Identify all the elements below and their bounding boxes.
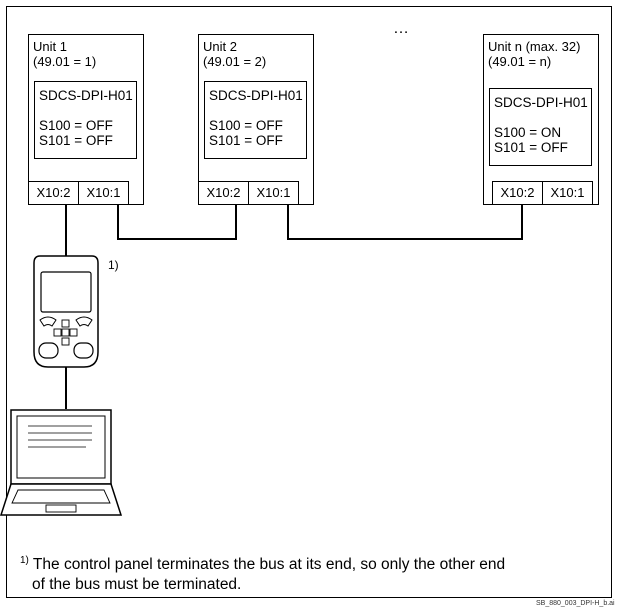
- unit-1-s101: S101 = OFF: [39, 133, 113, 148]
- unit-2-box: Unit 2 (49.01 = 2) SDCS-DPI-H01 S100 = O…: [198, 34, 314, 205]
- unit-2-connector-x10-2: X10:2: [198, 181, 249, 205]
- unit-n-connector-x10-1: X10:1: [542, 181, 593, 205]
- unit-n-title-block: Unit n (max. 32) (49.01 = n): [488, 39, 580, 69]
- unit-1-param: (49.01 = 1): [33, 54, 97, 69]
- bus-wire-unit1-to-unit2: [117, 204, 237, 240]
- unit-1-title-block: Unit 1 (49.01 = 1): [33, 39, 96, 69]
- more-units-ellipsis: …: [393, 20, 410, 37]
- unit-2-connectors: X10:2 X10:1: [198, 181, 299, 205]
- unit-n-switches: S100 = ON S101 = OFF: [494, 125, 568, 155]
- unit-n-title: Unit n (max. 32): [488, 39, 581, 54]
- unit-1-box: Unit 1 (49.01 = 1) SDCS-DPI-H01 S100 = O…: [28, 34, 144, 205]
- footnote-line-2: of the bus must be terminated.: [32, 576, 242, 594]
- bus-wire-unit2-to-unitn: [287, 204, 523, 240]
- unit-n-connectors: X10:2 X10:1: [483, 181, 593, 205]
- unit-n-box: Unit n (max. 32) (49.01 = n) SDCS-DPI-H0…: [483, 34, 599, 205]
- unit-1-switches: S100 = OFF S101 = OFF: [39, 118, 113, 148]
- unit-n-s101: S101 = OFF: [494, 140, 568, 155]
- unit-2-connector-x10-1: X10:1: [248, 181, 299, 205]
- unit-n-board: SDCS-DPI-H01 S100 = ON S101 = OFF: [489, 88, 592, 166]
- unit-2-param: (49.01 = 2): [203, 54, 267, 69]
- unit-1-title: Unit 1: [33, 39, 67, 54]
- unit-n-board-title: SDCS-DPI-H01: [494, 95, 588, 110]
- unit-1-board: SDCS-DPI-H01 S100 = OFF S101 = OFF: [34, 81, 137, 159]
- unit-2-s101: S101 = OFF: [209, 133, 283, 148]
- unit-1-s100: S100 = OFF: [39, 118, 113, 133]
- unit-1-connectors: X10:2 X10:1: [28, 181, 129, 205]
- unit-n-s100: S100 = ON: [494, 125, 562, 140]
- unit-1-board-title: SDCS-DPI-H01: [39, 88, 133, 103]
- image-reference-code: SB_880_003_DPI-H_b.ai: [536, 600, 615, 607]
- unit-2-board: SDCS-DPI-H01 S100 = OFF S101 = OFF: [204, 81, 307, 159]
- unit-n-param: (49.01 = n): [488, 54, 552, 69]
- laptop-icon: [0, 409, 123, 516]
- unit-2-board-title: SDCS-DPI-H01: [209, 88, 303, 103]
- control-panel-icon: [33, 255, 99, 368]
- footnote: 1) The control panel terminates the bus …: [20, 551, 605, 595]
- unit-n-connector-x10-2: X10:2: [492, 181, 543, 205]
- unit-1-connector-x10-2: X10:2: [28, 181, 79, 205]
- unit-2-title-block: Unit 2 (49.01 = 2): [203, 39, 266, 69]
- footnote-marker: 1): [20, 555, 29, 566]
- unit-1-connector-x10-1: X10:1: [78, 181, 129, 205]
- diagram-frame: [6, 6, 612, 598]
- unit-2-s100: S100 = OFF: [209, 118, 283, 133]
- unit-2-title: Unit 2: [203, 39, 237, 54]
- footnote-line-1: The control panel terminates the bus at …: [28, 556, 506, 574]
- unit-2-switches: S100 = OFF S101 = OFF: [209, 118, 283, 148]
- control-panel-footnote-marker: 1): [108, 258, 119, 272]
